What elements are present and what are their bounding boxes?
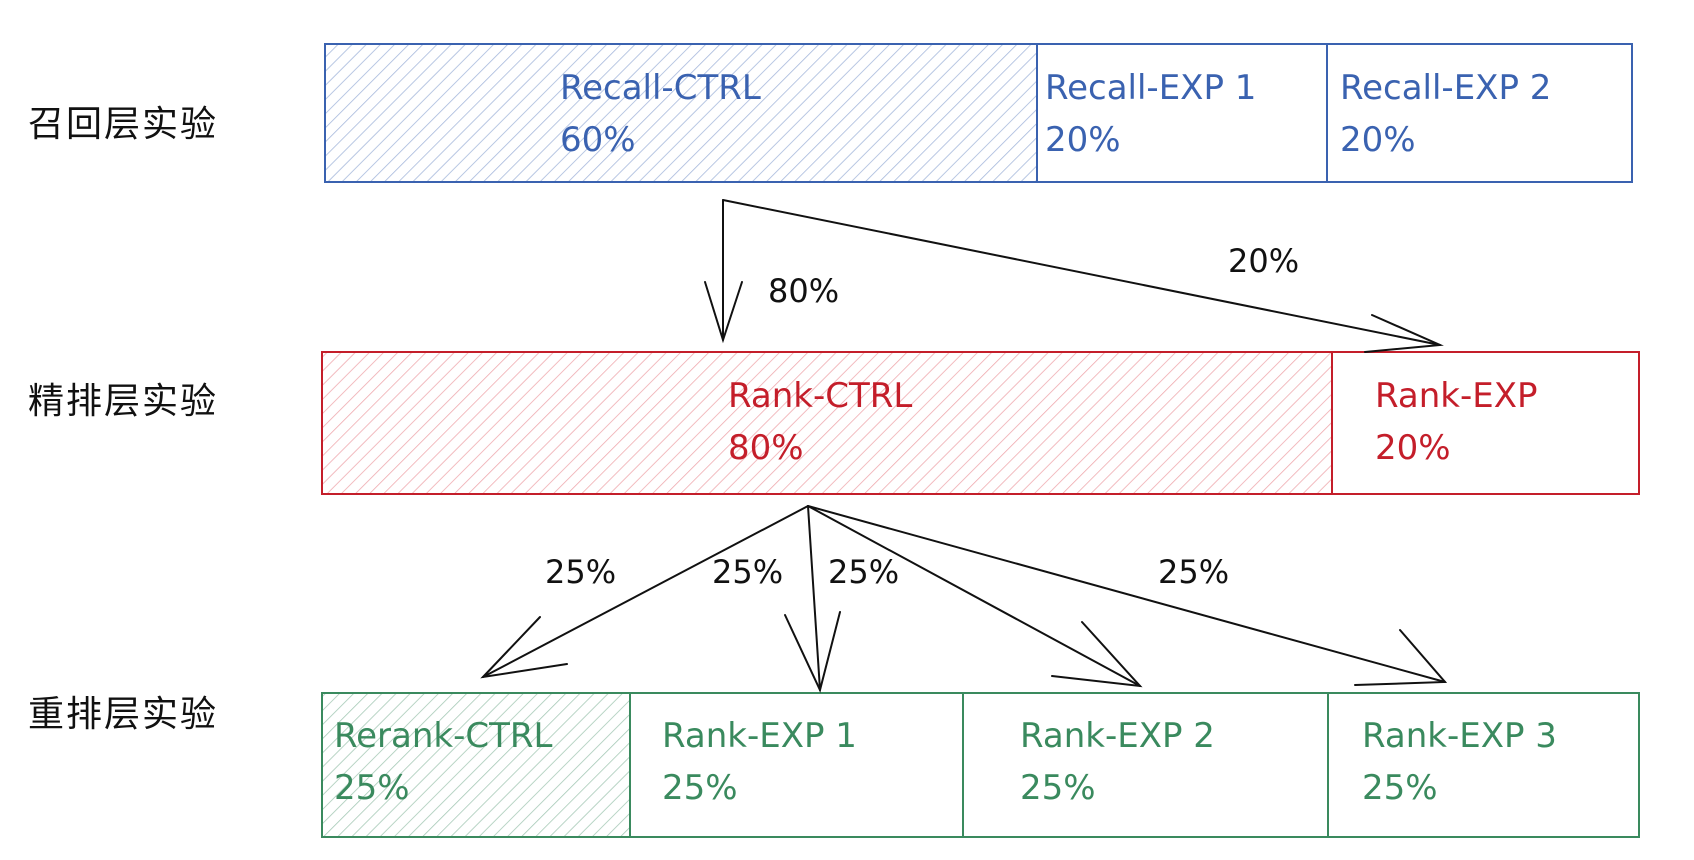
recall-ctrl-pct: 60% [560, 120, 636, 160]
flow-label-25-b: 25% [712, 553, 784, 591]
rerank-layer-boxes [321, 692, 1640, 838]
flow-label-20: 20% [1228, 242, 1300, 280]
rerank-ctrl-label: Rerank-CTRL 25% [334, 710, 552, 814]
rank-exp-pct: 20% [1375, 428, 1451, 468]
flow-label-25-a: 25% [545, 553, 617, 591]
rerank-ctrl-name: Rerank-CTRL [334, 716, 553, 756]
rerank-exp1-label: Rank-EXP 1 25% [662, 710, 857, 814]
arrow-20 [722, 199, 1441, 346]
recall-exp2-name: Recall-EXP 2 [1340, 68, 1552, 108]
rerank-exp3-box [1327, 692, 1640, 838]
rerank-exp2-label: Rank-EXP 2 25% [1020, 710, 1215, 814]
recall-exp1-label: Recall-EXP 1 20% [1045, 62, 1256, 166]
rerank-exp3-pct: 25% [1362, 768, 1438, 808]
rank-ctrl-label: Rank-CTRL 80% [728, 370, 912, 474]
recall-exp2-label: Recall-EXP 2 20% [1340, 62, 1551, 166]
flow-label-25-d: 25% [1158, 553, 1230, 591]
rerank-exp2-pct: 25% [1020, 768, 1096, 808]
flow-label-80: 80% [768, 272, 840, 310]
recall-exp2-pct: 20% [1340, 120, 1416, 160]
layer-label-rerank: 重排层实验 [28, 694, 219, 735]
rank-ctrl-pct: 80% [728, 428, 804, 468]
arrow-to-rank-exp2 [807, 505, 1141, 687]
arrow-to-rank-exp3 [807, 505, 1446, 683]
arrows-recall-to-rank [704, 199, 1444, 353]
flow-label-25-c: 25% [828, 553, 900, 591]
layer-label-rank: 精排层实验 [28, 381, 219, 422]
rank-exp-label: Rank-EXP 20% [1375, 370, 1538, 474]
rank-exp-box [1331, 351, 1640, 495]
rerank-ctrl-pct: 25% [334, 768, 410, 808]
arrow-to-rank-exp1 [807, 505, 821, 691]
rerank-exp1-name: Rank-EXP 1 [662, 716, 857, 756]
recall-layer-boxes [324, 43, 1633, 183]
recall-exp1-pct: 20% [1045, 120, 1121, 160]
recall-exp1-name: Recall-EXP 1 [1045, 68, 1257, 108]
rerank-exp2-name: Rank-EXP 2 [1020, 716, 1215, 756]
rerank-exp3-label: Rank-EXP 3 25% [1362, 710, 1557, 814]
recall-exp2-box [1326, 43, 1633, 183]
recall-ctrl-name: Recall-CTRL [560, 68, 761, 108]
arrows-rank-to-rerank [480, 505, 1448, 693]
arrow-to-rerank-ctrl [482, 505, 809, 678]
rerank-exp3-name: Rank-EXP 3 [1362, 716, 1557, 756]
rank-ctrl-box [321, 351, 1333, 495]
rank-ctrl-name: Rank-CTRL [728, 376, 913, 416]
rerank-ctrl-box [321, 692, 631, 838]
rerank-exp1-pct: 25% [662, 768, 738, 808]
recall-ctrl-label: Recall-CTRL 60% [560, 62, 761, 166]
layer-label-recall: 召回层实验 [28, 104, 219, 145]
rank-exp-name: Rank-EXP [1375, 376, 1538, 416]
rank-layer-boxes [321, 351, 1640, 495]
